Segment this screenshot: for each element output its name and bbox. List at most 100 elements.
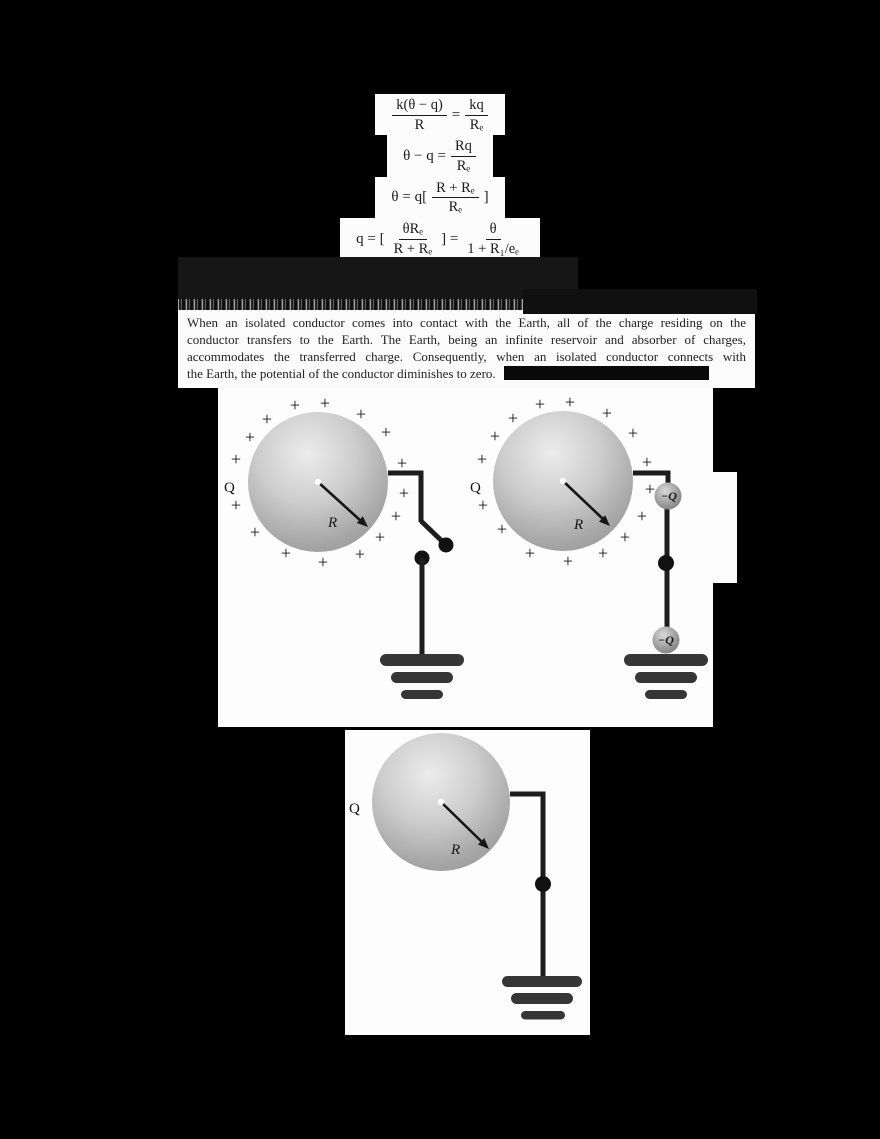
plus-charge-mark: + xyxy=(641,452,653,472)
background-notch xyxy=(713,583,737,727)
plus-charge-mark: + xyxy=(524,543,536,563)
charge-label-right: Q xyxy=(470,480,481,496)
equation-text: ] xyxy=(483,189,489,206)
plus-charge-mark: + xyxy=(619,527,631,547)
redacted-heading-bar-right xyxy=(523,289,757,314)
plus-charge-mark: + xyxy=(355,404,367,424)
equation-text: θ − q = xyxy=(403,148,446,165)
charge-label: Q xyxy=(349,801,360,817)
radius-arrow-left xyxy=(317,481,362,522)
fraction-denominator: 1 + R₁/eₑ xyxy=(467,240,519,257)
plus-charge-mark: + xyxy=(390,506,402,526)
radius-label-left: R xyxy=(328,515,338,531)
radius-label: R xyxy=(451,842,461,858)
fraction-denominator: Rₑ xyxy=(469,116,484,133)
plus-charge-mark: + xyxy=(644,479,656,499)
ground-bar-left xyxy=(391,672,453,683)
ground-bar-right xyxy=(624,654,708,666)
plus-charge-mark: + xyxy=(289,395,301,415)
plus-charge-mark: + xyxy=(601,403,613,423)
plus-charge-mark: + xyxy=(354,544,366,564)
induced-charge-label-top: −Q xyxy=(661,489,677,503)
fraction-denominator: R xyxy=(414,116,425,133)
fraction-denominator: Rₑ xyxy=(448,199,462,216)
plus-charge-mark: + xyxy=(230,449,242,469)
wire-left xyxy=(388,470,424,522)
ground-bar xyxy=(511,993,573,1004)
induced-ball-top xyxy=(654,482,682,510)
fraction-denominator: Rₑ xyxy=(456,158,471,175)
plus-charge-mark: + xyxy=(374,527,386,547)
ground-bar xyxy=(521,1011,565,1020)
background-notch xyxy=(713,388,737,472)
plus-charge-mark: + xyxy=(249,522,261,542)
equation-text: θ = q[ xyxy=(391,189,428,206)
fraction-denominator: R + Rₑ xyxy=(393,240,433,257)
sphere-center-dot xyxy=(437,798,445,806)
paragraph-line: accommodates the transferred charge. Con… xyxy=(187,348,746,364)
radius-arrowhead-left xyxy=(356,516,368,527)
plus-charge-mark: + xyxy=(636,506,648,526)
fraction-numerator: θ xyxy=(485,221,501,240)
fraction-numerator: kq xyxy=(465,97,488,116)
switch-dot xyxy=(535,876,551,892)
wire-right xyxy=(633,470,671,484)
plus-charge-mark: + xyxy=(398,483,410,503)
switch-contact-upper-left xyxy=(438,537,454,553)
plus-charge-mark: + xyxy=(280,543,292,563)
ground-bar xyxy=(502,976,582,987)
induced-charge-label-bottom: −Q xyxy=(658,633,674,647)
equation-text: q = [ xyxy=(356,230,385,247)
wire xyxy=(510,791,546,977)
fraction-numerator: Rq xyxy=(450,138,476,158)
ground-bar-right xyxy=(645,690,687,699)
redacted-inline-bar xyxy=(503,365,709,380)
plus-charge-mark: + xyxy=(507,408,519,428)
radius-arrow xyxy=(440,801,483,843)
plus-charge-mark: + xyxy=(230,495,242,515)
radius-arrowhead-right xyxy=(599,515,610,526)
switch-dot-right xyxy=(658,555,674,571)
ground-bar-left xyxy=(380,654,464,666)
paragraph-line-text: the Earth, the potential of the conducto… xyxy=(187,365,496,381)
sphere-center-dot-left xyxy=(314,478,322,486)
fraction-numerator: k(θ − q) xyxy=(392,97,447,116)
equation-text: = xyxy=(451,106,461,123)
paragraph-line: the Earth, the potential of the conducto… xyxy=(187,365,746,383)
ground-bar-left xyxy=(401,690,443,699)
plus-charge-mark: + xyxy=(489,426,501,446)
plus-charge-mark: + xyxy=(564,392,576,412)
redacted-heading-bar xyxy=(178,257,578,303)
plus-charge-mark: + xyxy=(477,495,489,515)
plus-charge-mark: + xyxy=(380,422,392,442)
plus-charge-mark: + xyxy=(317,552,329,572)
plus-charge-mark: + xyxy=(562,551,574,571)
radius-arrowhead xyxy=(478,838,489,849)
fraction-numerator: R + Rₑ xyxy=(432,180,479,199)
plus-charge-mark: + xyxy=(534,394,546,414)
plus-charge-mark: + xyxy=(261,409,273,429)
paragraph-line: When an isolated conductor comes into co… xyxy=(187,315,746,330)
figure-grounding-pair: Q R Q R −Q −Q ++++++++++++++++++++++++++… xyxy=(218,388,737,727)
plus-charge-mark: + xyxy=(244,427,256,447)
grounding-figure-art xyxy=(248,411,708,699)
paragraph-box: When an isolated conductor comes into co… xyxy=(178,310,755,388)
plus-charge-mark: + xyxy=(627,423,639,443)
fraction: k(θ − q)R xyxy=(392,97,447,133)
figure-grounded-sphere: Q R xyxy=(345,730,590,1035)
grounded-sphere-art xyxy=(372,733,582,1020)
